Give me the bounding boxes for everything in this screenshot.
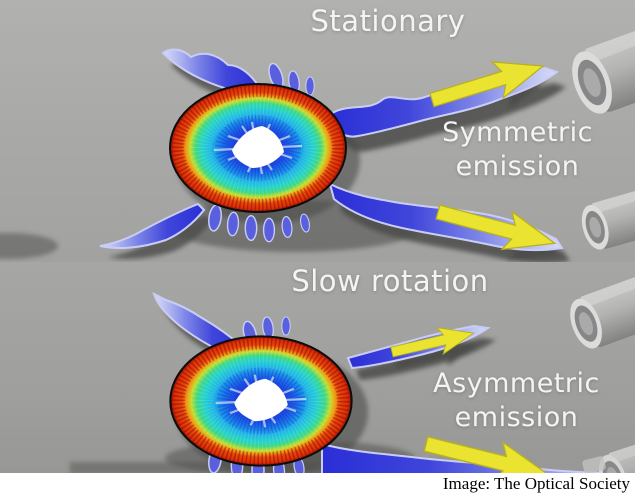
image-credit: Image: The Optical Society bbox=[442, 474, 630, 493]
panel-slow-rotation bbox=[0, 262, 635, 474]
panel-title-stationary: Stationary bbox=[310, 4, 466, 38]
emission-label-line1: Symmetric bbox=[442, 117, 593, 148]
credit-bar: Image: The Optical Society bbox=[0, 473, 635, 495]
emission-label-asymmetric: Asymmetric emission bbox=[398, 367, 635, 435]
panel-title-slow-rotation: Slow rotation bbox=[291, 264, 489, 298]
droplet-slow-rotation bbox=[170, 336, 351, 465]
simulation-illustration bbox=[0, 0, 635, 474]
emission-label-symmetric: Symmetric emission bbox=[400, 116, 635, 184]
droplet-stationary bbox=[170, 84, 346, 212]
panel-stationary bbox=[0, 0, 635, 262]
emission-label-line2: emission bbox=[454, 402, 579, 433]
detector-fragment bbox=[582, 456, 606, 474]
emission-label-line2: emission bbox=[455, 151, 580, 182]
emission-label-line1: Asymmetric bbox=[433, 368, 600, 399]
